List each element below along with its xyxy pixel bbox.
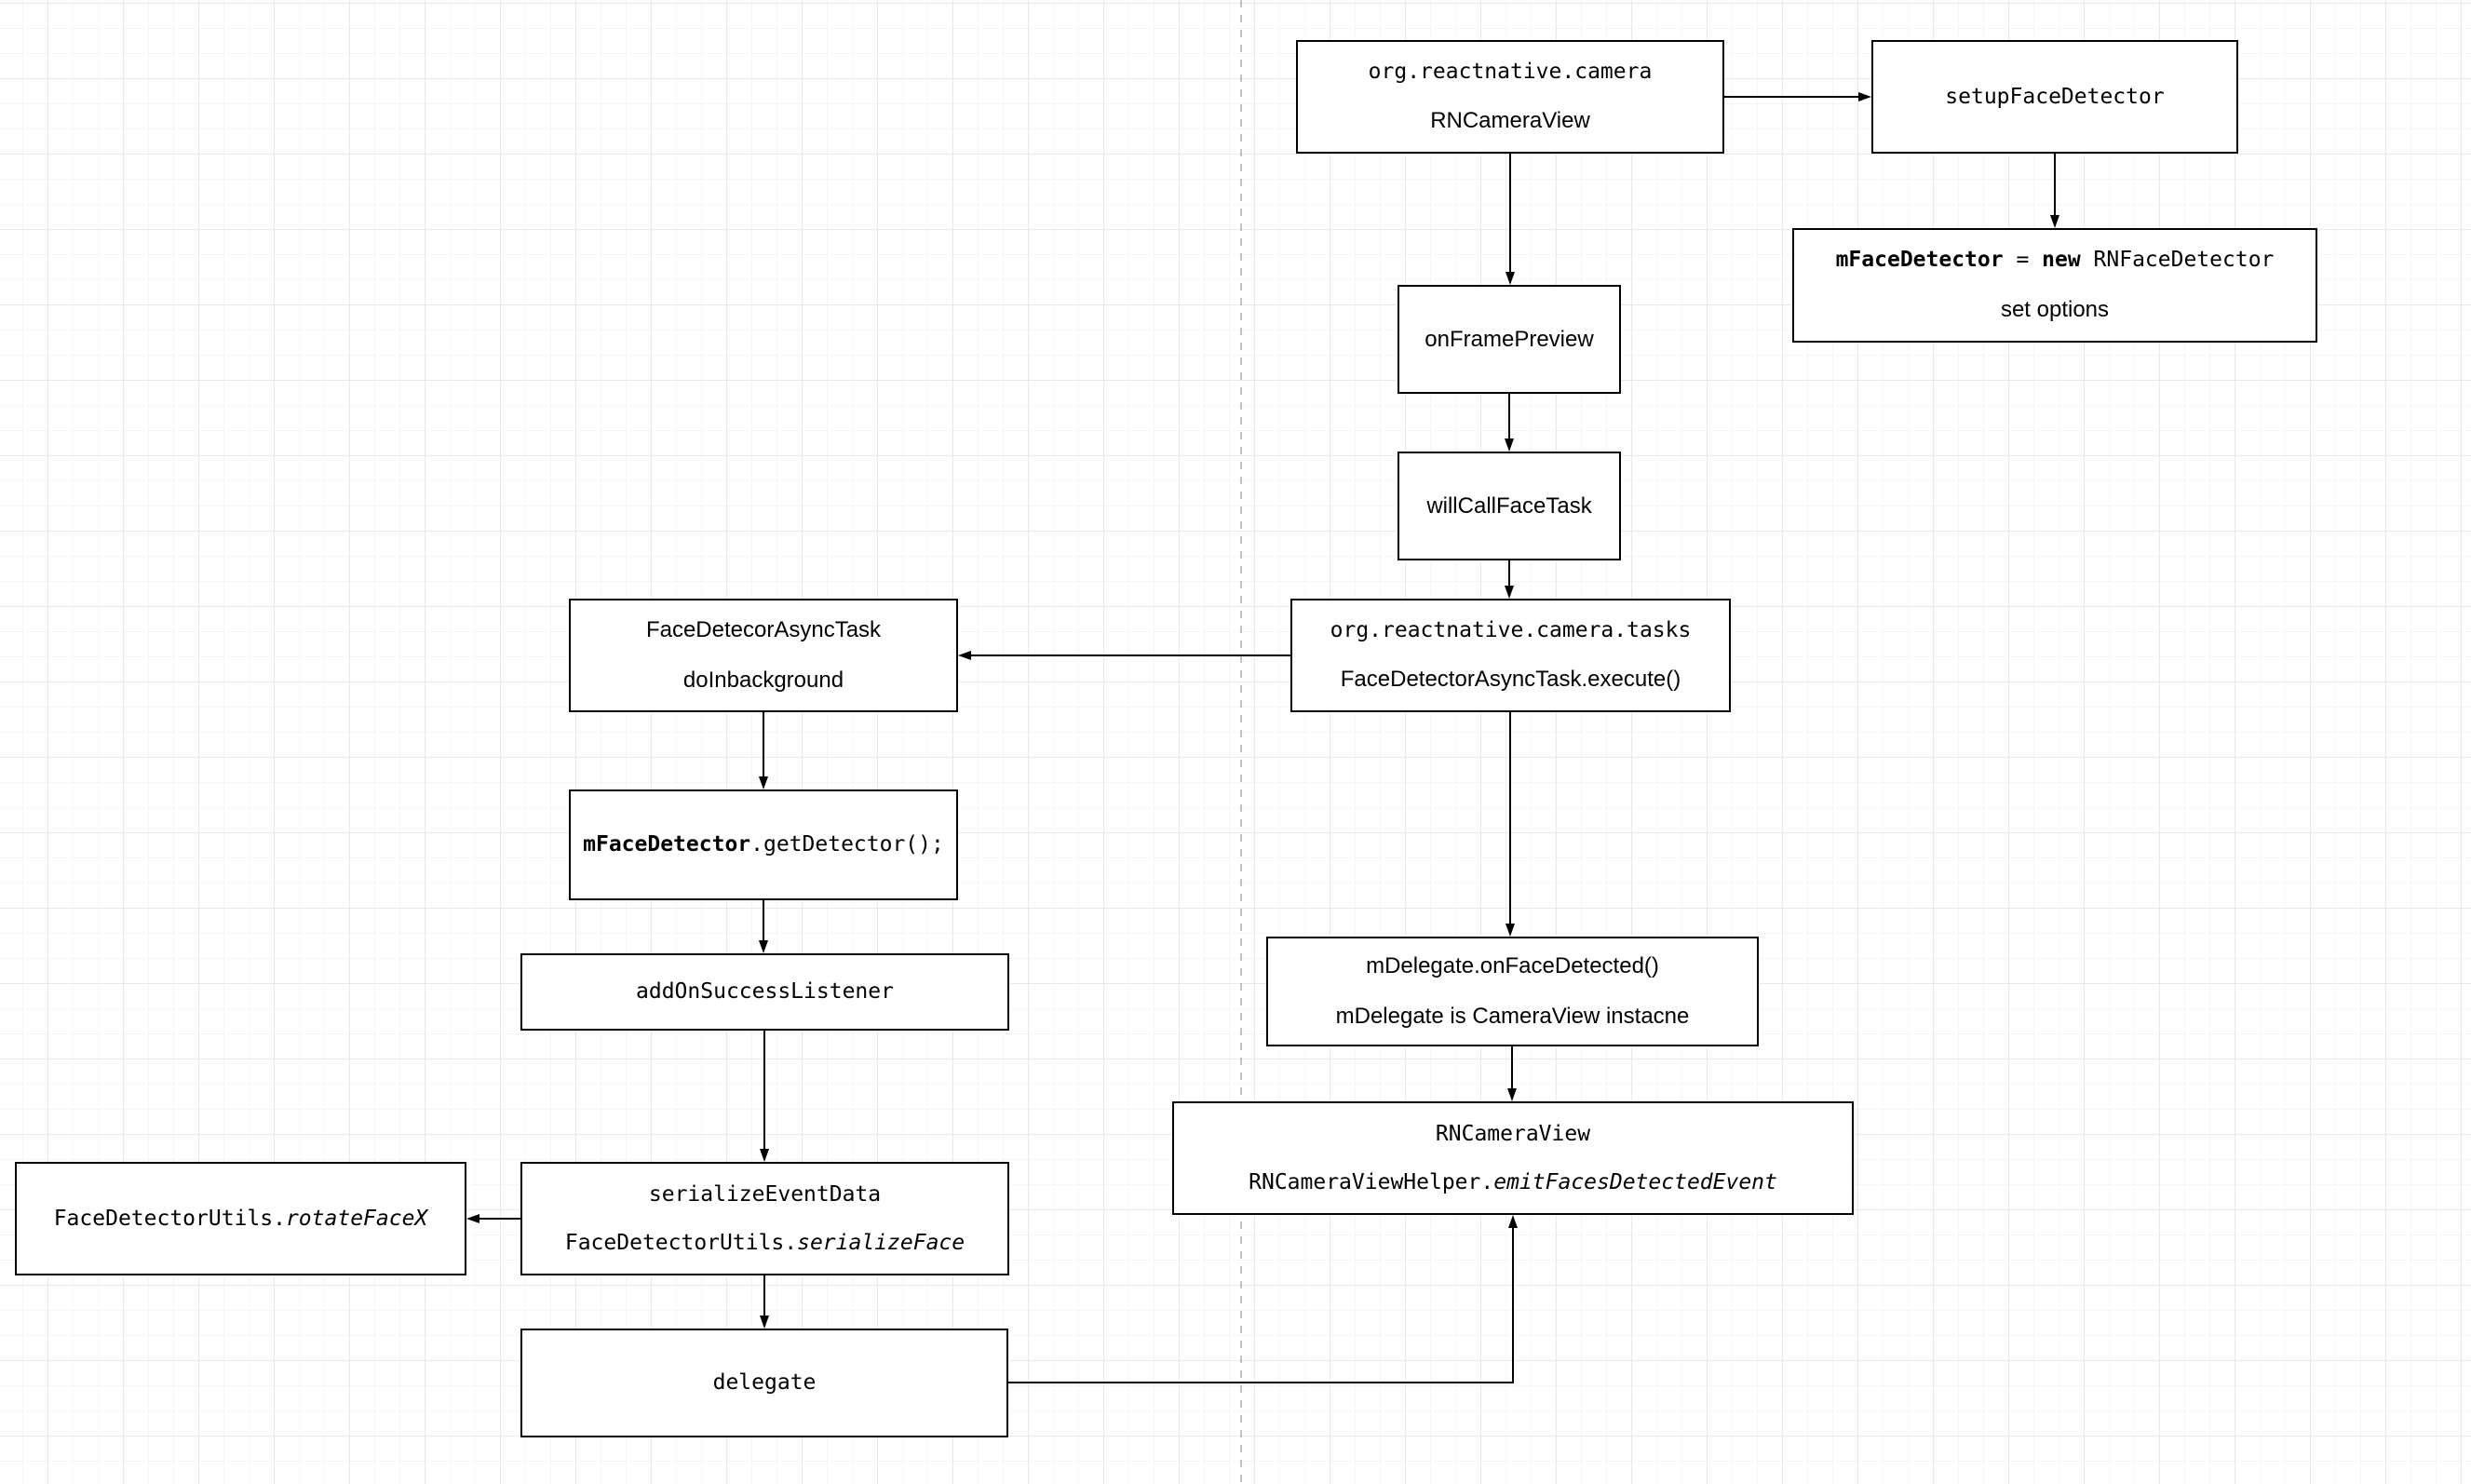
code-text: RNFaceDetector bbox=[2080, 248, 2275, 273]
node-delegate[interactable]: delegate bbox=[520, 1329, 1008, 1437]
node-label: willCallFaceTask bbox=[1426, 492, 1592, 519]
code-italic: emitFacesDetectedEvent bbox=[1493, 1170, 1777, 1194]
code-italic: rotateFaceX bbox=[285, 1206, 428, 1231]
node-rotate-face[interactable]: FaceDetectorUtils.rotateFaceX bbox=[15, 1162, 466, 1275]
code-text: .getDetector(); bbox=[750, 832, 944, 857]
code-text: = bbox=[2003, 248, 2043, 273]
node-emit-faces-detected-event[interactable]: RNCameraView RNCameraViewHelper.emitFace… bbox=[1172, 1101, 1854, 1215]
code-italic: serializeFace bbox=[797, 1231, 965, 1255]
node-new-rn-face-detector[interactable]: mFaceDetector = new RNFaceDetector set o… bbox=[1792, 228, 2317, 343]
node-sublabel: FaceDetectorUtils.serializeFace bbox=[565, 1231, 965, 1255]
node-label: mFaceDetector = new RNFaceDetector bbox=[1836, 248, 2275, 272]
edge-delegate-to-emitevent[interactable] bbox=[1008, 1215, 1518, 1383]
node-label: mDelegate.onFaceDetected() bbox=[1366, 953, 1659, 979]
node-will-call-face-task[interactable]: willCallFaceTask bbox=[1398, 452, 1621, 560]
code-text: RNCameraViewHelper. bbox=[1249, 1170, 1494, 1194]
node-label: addOnSuccessListener bbox=[636, 979, 894, 1005]
node-label: org.reactnative.camera bbox=[1368, 59, 1653, 84]
node-sublabel: mDelegate is CameraView instacne bbox=[1335, 1004, 1690, 1029]
node-sublabel: FaceDetectorAsyncTask.execute() bbox=[1340, 667, 1681, 693]
node-label: FaceDetecorAsyncTask bbox=[645, 617, 882, 643]
node-label: FaceDetectorUtils.rotateFaceX bbox=[54, 1207, 428, 1231]
node-face-detector-async-task[interactable]: FaceDetecorAsyncTask doInbackground bbox=[569, 599, 958, 712]
node-sublabel: set options bbox=[2000, 296, 2110, 322]
node-setup-face-detector[interactable]: setupFaceDetector bbox=[1871, 40, 2238, 154]
code-bold: mFaceDetector bbox=[1835, 248, 2004, 273]
code-bold: new bbox=[2042, 248, 2081, 273]
node-label: delegate bbox=[712, 1370, 817, 1396]
node-label: RNCameraView bbox=[1435, 1121, 1591, 1146]
node-label: setupFaceDetector bbox=[1945, 84, 2165, 109]
code-bold: mFaceDetector bbox=[583, 832, 751, 857]
node-camera-tasks-execute[interactable]: org.reactnative.camera.tasks FaceDetecto… bbox=[1290, 599, 1731, 712]
node-on-frame-preview[interactable]: onFramePreview bbox=[1398, 285, 1621, 394]
node-sublabel: RNCameraViewHelper.emitFacesDetectedEven… bbox=[1249, 1170, 1777, 1194]
node-m-delegate-on-face-detected[interactable]: mDelegate.onFaceDetected() mDelegate is … bbox=[1266, 937, 1759, 1046]
code-text: FaceDetectorUtils. bbox=[53, 1206, 286, 1231]
node-label: serializeEventData bbox=[648, 1181, 882, 1207]
node-org-reactnative-camera[interactable]: org.reactnative.camera RNCameraView bbox=[1296, 40, 1724, 154]
node-sublabel: doInbackground bbox=[682, 668, 844, 693]
node-add-on-success-listener[interactable]: addOnSuccessListener bbox=[520, 953, 1009, 1031]
node-label: onFramePreview bbox=[1425, 326, 1594, 352]
node-sublabel: RNCameraView bbox=[1430, 108, 1590, 134]
node-get-detector[interactable]: mFaceDetector.getDetector(); bbox=[569, 789, 958, 900]
node-label: mFaceDetector.getDetector(); bbox=[583, 832, 944, 857]
node-label: org.reactnative.camera.tasks bbox=[1330, 617, 1692, 642]
node-serialize-event-data[interactable]: serializeEventData FaceDetectorUtils.ser… bbox=[520, 1162, 1009, 1275]
code-text: FaceDetectorUtils. bbox=[564, 1231, 798, 1255]
